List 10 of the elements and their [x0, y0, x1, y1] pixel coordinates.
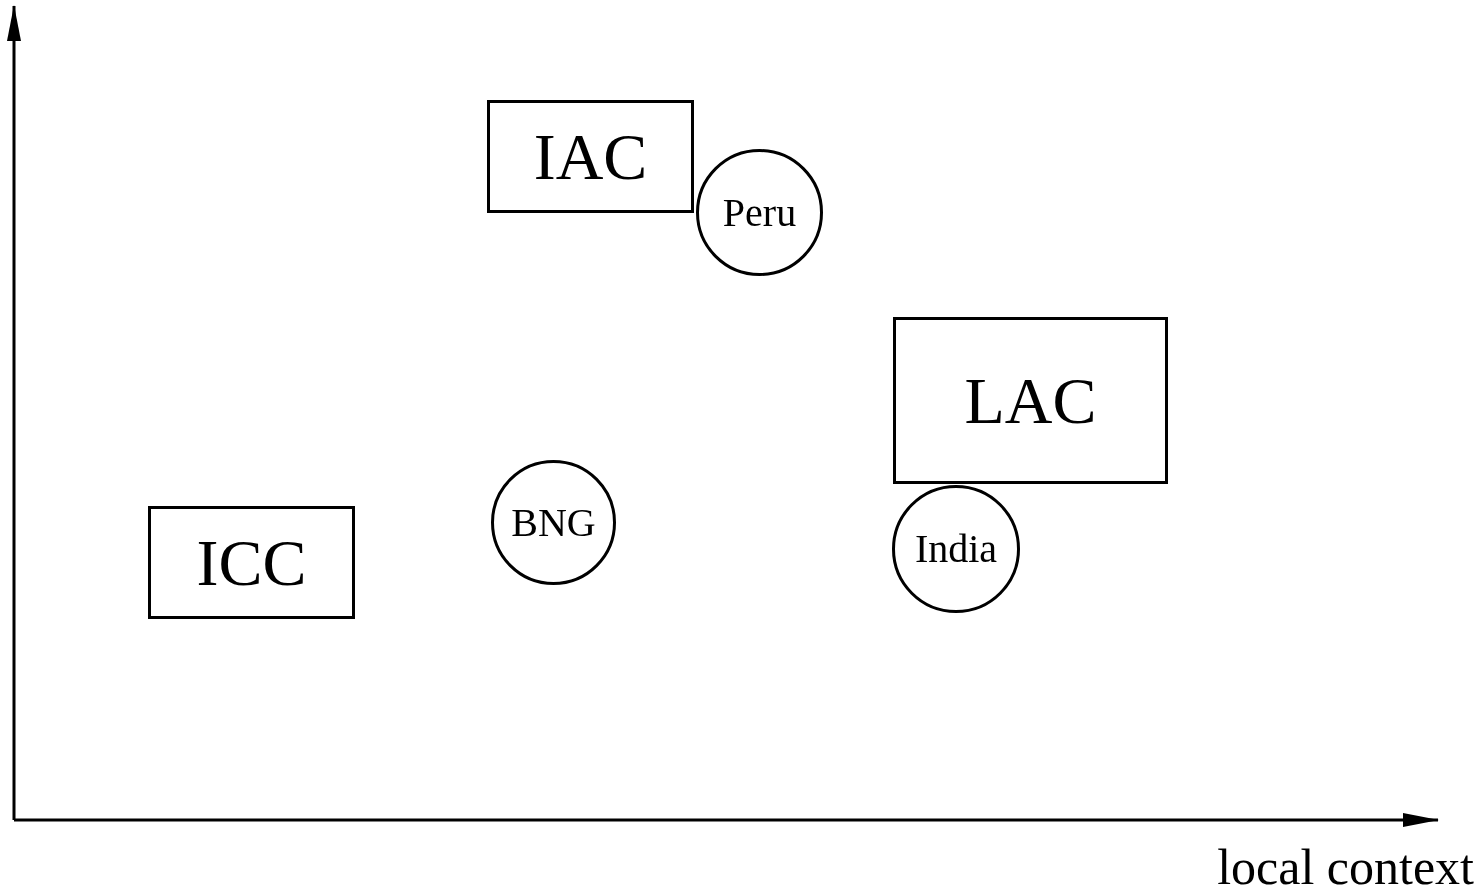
term-box: [148, 506, 355, 619]
node-label: Peru: [722, 192, 797, 233]
node-label: ICC: [196, 529, 307, 596]
axis-label: local context: [1217, 842, 1474, 892]
node-label: LAC: [964, 367, 1097, 434]
term-box: [893, 317, 1168, 484]
node-label: India: [914, 529, 998, 569]
node-label: IAC: [533, 123, 648, 190]
term-box: [487, 100, 694, 213]
node-label: BNG: [511, 502, 596, 543]
